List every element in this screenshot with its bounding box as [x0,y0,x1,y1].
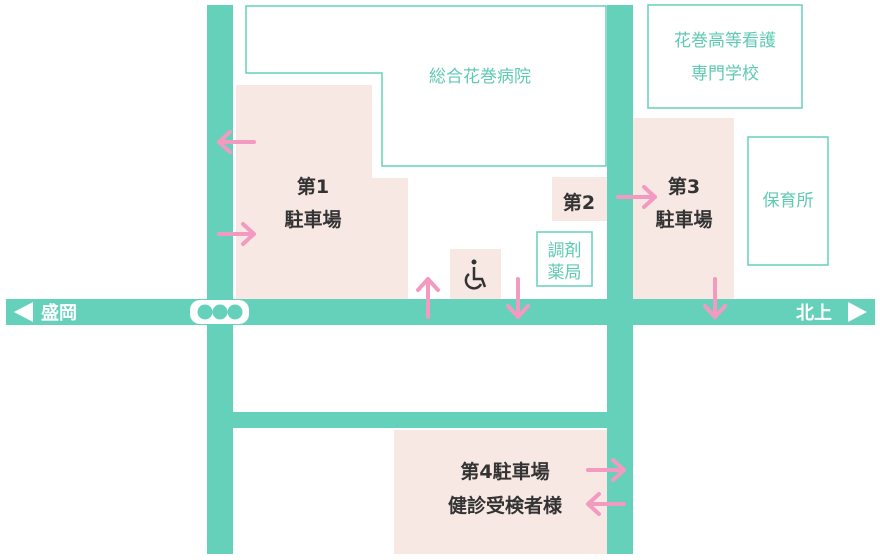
nursing-school-building [647,4,803,109]
parking-lot-2 [552,177,607,221]
parking-lot-1 [236,85,408,299]
arrow-down-enter-icon [506,277,530,319]
road-vertical-west [207,5,233,554]
road-label-east: 北上 [796,303,832,324]
arrow-down-exit-p3-icon [703,277,727,319]
arrow-up-exit-icon [416,277,440,319]
hospital-building [245,5,607,167]
pharmacy-building [536,231,593,287]
parking-1-label-2: 駐車場 [284,208,341,231]
road-vertical-east [607,5,633,554]
accessible-parking [450,249,501,299]
hospital-label: 総合花巻病院 [429,67,531,87]
parking-lot-3 [632,118,734,299]
arrow-right-enter-p1-icon [217,222,256,246]
pharmacy-label-2: 薬局 [548,263,582,283]
arrow-right-p4-icon [586,458,626,482]
nursing-school-label-2: 専門学校 [691,64,759,84]
nursery-building [747,136,829,266]
arrow-left-exit-p1-icon [217,130,256,154]
wheelchair-icon [464,259,487,290]
road-main-horizontal [6,299,875,325]
parking-lot-4 [394,430,607,554]
nursing-school-label-1: 花巻高等看護 [674,31,776,51]
arrow-left-p4-icon [586,492,626,516]
parking-3-label-1: 第3 [668,175,700,198]
pharmacy-label-1: 調剤 [548,241,582,261]
nursery-label: 保育所 [763,191,814,211]
arrow-right-enter-p3-icon [616,185,657,209]
parking-4-label-1: 第4駐車場 [460,460,549,483]
east-arrow-icon [848,302,867,322]
parking-1-label-1: 第1 [297,175,329,198]
parking-4-label-2: 健診受検者様 [448,494,563,517]
road-label-west: 盛岡 [41,302,77,324]
west-arrow-icon [14,302,33,322]
parking-3-label-2: 駐車場 [655,208,712,231]
road-lower-horizontal [233,412,607,428]
traffic-light-icon [190,300,249,324]
parking-2-label: 第2 [563,191,595,214]
